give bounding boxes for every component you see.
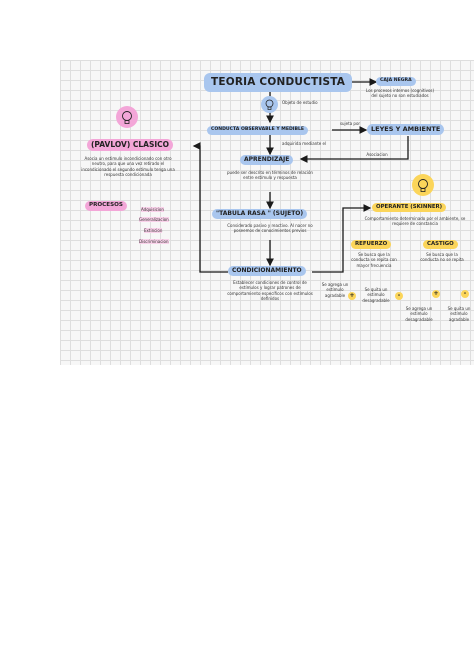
operante-skinner-label: OPERANTE (SKINNER) — [372, 203, 447, 213]
proceso-item: Extincion — [144, 228, 163, 234]
refuerzo-desc: Se busca que la conducta se repita con m… — [351, 252, 397, 268]
castigo-desc: Se busca que la conducta no se repita — [420, 252, 464, 263]
plus-sign: + — [348, 292, 356, 300]
proceso-item: Generalizacion — [139, 217, 169, 223]
caja-negra-desc: Los procesos internos (cognitivos) del s… — [365, 88, 435, 99]
castigo-label: CASTIGO — [423, 240, 458, 250]
proceso-item: Adquisicion — [141, 207, 164, 213]
aprendizaje-label: APRENDIZAJE — [240, 155, 294, 165]
procesos-label: PROCESOS — [85, 201, 127, 211]
refuerzo-label: REFUERZO — [351, 240, 392, 250]
conducta-observable-label: CONDUCTA OBSERVABLE Y MEDIBLE — [207, 126, 309, 135]
tabula-rasa-desc: Considerado pasivo y reactivo. Al nacer … — [227, 223, 313, 234]
lightbulb-icon — [261, 96, 278, 113]
skinner-desc: Comportamiento determinado por el ambien… — [364, 216, 466, 227]
refuerzo-note-negative: Se quita un estimulo desagradable — [362, 287, 390, 303]
lightbulb-icon — [116, 106, 138, 128]
arrow-condicionamiento-pavlov — [192, 142, 228, 273]
pavlov-desc: Asocia un estimulo incondicionado con ot… — [81, 156, 175, 178]
adquirida-label: adquirida mediante el — [282, 141, 327, 146]
minus-sign: - — [395, 292, 403, 300]
sujeta-por-label: sujeta por — [339, 121, 361, 126]
aprendizaje-desc: puede ser descrito en términos de relaci… — [227, 170, 313, 181]
proceso-item: Discriminacion — [139, 239, 169, 245]
caja-negra-label: CAJA NEGRA — [376, 77, 416, 86]
plus-sign: + — [432, 290, 440, 298]
tabula-rasa-label: "TABULA RASA " (SUJETO) — [212, 209, 308, 219]
page-title: TEORIA CONDUCTISTA — [204, 73, 353, 92]
refuerzo-note-positive: Se agrega un estímulo agradable — [321, 282, 349, 298]
condicionamiento-desc: Establecer condiciones de control de est… — [227, 280, 313, 302]
leyes-ambiente-label: LEYES Y AMBIENTE — [367, 124, 445, 135]
lightbulb-icon — [412, 174, 434, 196]
condicionamiento-label: CONDICIONAMIENTO — [228, 266, 306, 276]
castigo-note-positive: Se agrega un estimulo desagradable — [405, 306, 433, 322]
grid-sheet: TEORIA CONDUCTISTA CAJA NEGRA Los proces… — [60, 60, 474, 365]
minus-sign: - — [461, 290, 469, 298]
connector-arrows — [192, 78, 409, 273]
castigo-note-negative: Se quita un estímulo agradable — [447, 306, 471, 322]
objeto-estudio-label: Objeto de estudio — [282, 100, 318, 105]
arrow-leyes-aprendizaje — [299, 136, 409, 163]
arrow-condicionamiento-skinner — [312, 204, 372, 273]
asociacion-label: Asociacion — [366, 152, 388, 157]
pavlov-clasico-label: (PAVLOV) CLASICO — [87, 139, 174, 151]
